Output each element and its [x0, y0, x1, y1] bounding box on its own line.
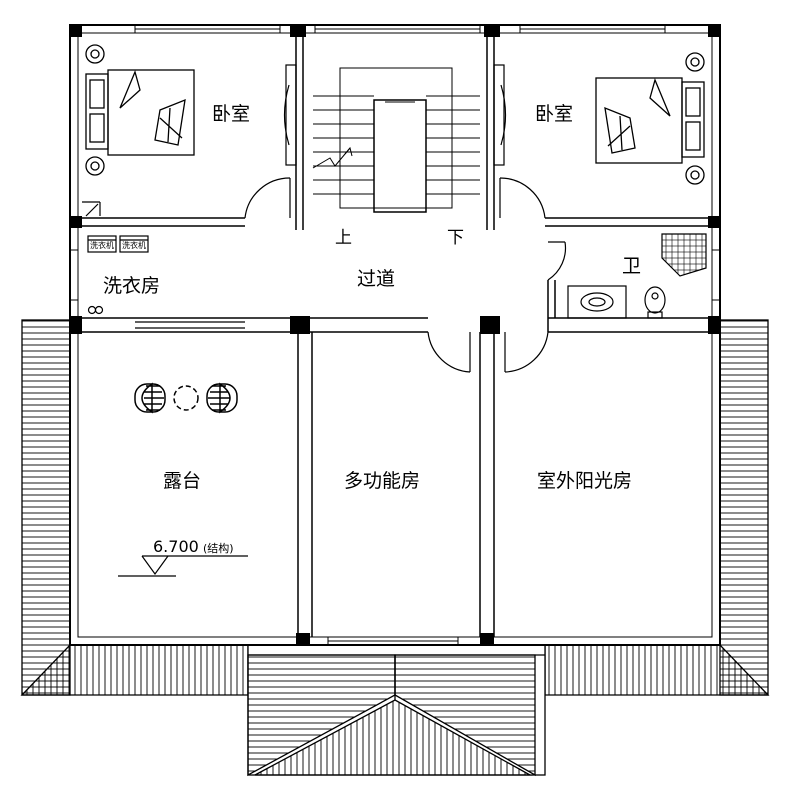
washers — [82, 201, 149, 315]
laundry-label: 洗衣房 — [103, 275, 160, 297]
bedroom-right-label: 卧室 — [535, 103, 573, 125]
bathroom-label: 卫 — [622, 255, 641, 277]
sink — [567, 285, 627, 319]
walls — [69, 24, 721, 646]
corridor-label: 过道 — [357, 268, 395, 290]
stair-down-label: 下 — [447, 228, 464, 248]
staircase — [312, 67, 480, 213]
sunroom-label: 室外阳光房 — [537, 470, 632, 492]
level-value: 6.700 — [153, 537, 199, 556]
bed-right — [595, 52, 705, 185]
multi-room-label: 多功能房 — [344, 470, 420, 492]
stair-up-label: 上 — [335, 228, 352, 248]
outdoor-table-set — [134, 382, 238, 414]
toilet — [644, 286, 666, 319]
right-eave — [719, 319, 769, 696]
washer-label-2: 洗衣机 — [122, 240, 146, 250]
terrace-label: 露台 — [163, 470, 201, 492]
washer-label-1: 洗衣机 — [90, 240, 114, 250]
roof-eaves — [20, 319, 770, 777]
porch-roof-gable — [254, 699, 533, 776]
left-eave — [21, 319, 71, 696]
shower — [661, 233, 707, 277]
doors — [135, 64, 567, 373]
bedroom-left-label: 卧室 — [212, 103, 250, 125]
bed-left — [85, 44, 195, 176]
level-marker — [118, 555, 248, 577]
level-note: (结构) — [203, 541, 234, 555]
